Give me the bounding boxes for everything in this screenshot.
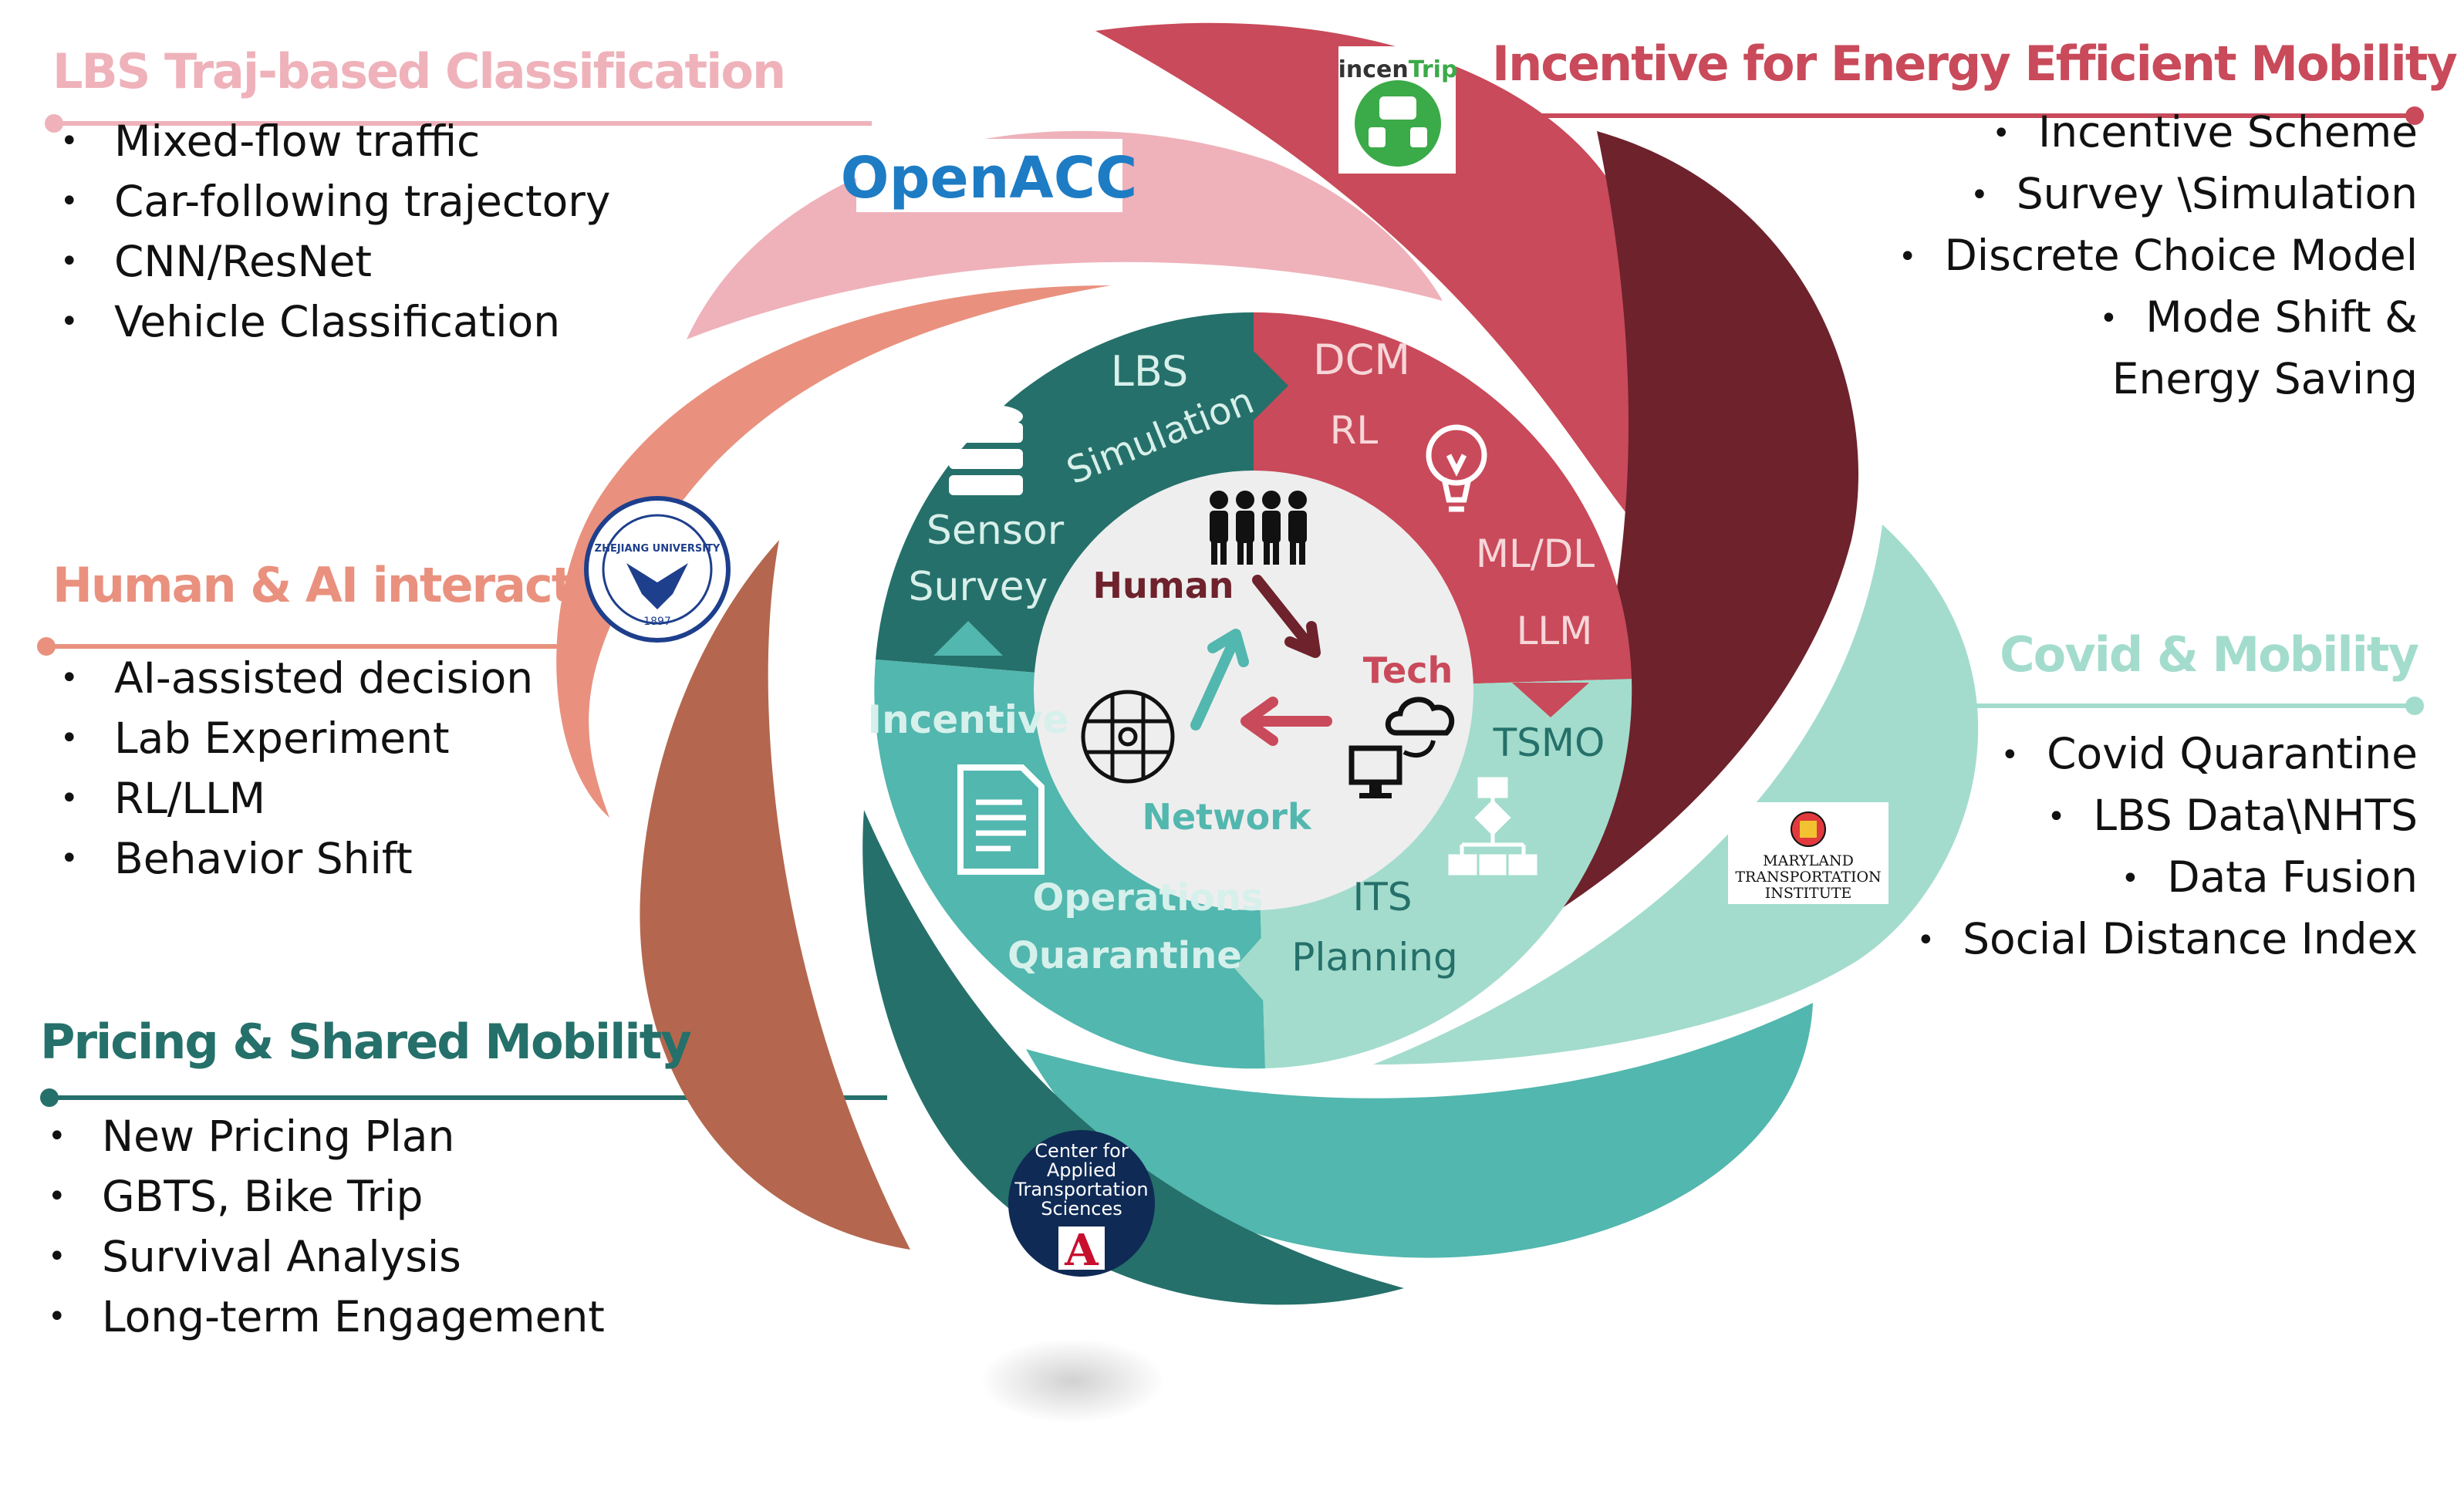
core-label-network: Network bbox=[1142, 796, 1311, 838]
incentrip-logo: incenTrip bbox=[1338, 46, 1458, 174]
panel-lbs-classification: LBS Traj-based Classification Mixed-flow… bbox=[52, 43, 786, 353]
list-item: •Social Distance Index bbox=[1916, 914, 2418, 963]
ring-label-tsmo: TSMO bbox=[1493, 720, 1605, 765]
list-incentive: •Incentive Scheme •Survey \Simulation •D… bbox=[1492, 102, 2418, 409]
list-item: Lab Experiment bbox=[52, 708, 572, 768]
ring-label-planning: Planning bbox=[1291, 935, 1457, 980]
list-item: •Data Fusion bbox=[2121, 852, 2418, 902]
flowchart-icon bbox=[1448, 777, 1537, 876]
intersection-network-icon bbox=[1081, 690, 1175, 784]
panel-title-incentive: Incentive for Energy Efficient Mobility bbox=[1492, 35, 2458, 92]
petal-teal bbox=[1026, 1003, 1813, 1258]
ring-label-mldl: ML/DL bbox=[1476, 531, 1595, 576]
ring-label-quarantine: Quarantine bbox=[1008, 934, 1242, 977]
svg-text:1897: 1897 bbox=[643, 616, 671, 628]
center-circle bbox=[1034, 471, 1473, 910]
panel-title-pricing: Pricing & Shared Mobility bbox=[40, 1014, 692, 1070]
svg-text:Sciences: Sciences bbox=[1041, 1198, 1122, 1220]
wheel-shadow bbox=[980, 1338, 1165, 1423]
core-label-tech: Tech bbox=[1363, 650, 1453, 691]
list-lbs: Mixed-flow traffic Car-following traject… bbox=[52, 111, 785, 352]
petal-brown bbox=[640, 540, 910, 1250]
list-item: •Discrete Choice Model bbox=[1898, 231, 2418, 280]
svg-text:Center for: Center for bbox=[1035, 1140, 1129, 1162]
zhejiang-university-logo: 1897 ZHEJIANG UNIVERSITY bbox=[584, 496, 731, 643]
svg-text:ZHEJIANG UNIVERSITY: ZHEJIANG UNIVERSITY bbox=[595, 543, 721, 555]
list-item: •Mode Shift & Energy Saving bbox=[2099, 292, 2418, 403]
list-pricing: New Pricing Plan GBTS, Bike Trip Surviva… bbox=[40, 1106, 690, 1347]
svg-text:MARYLAND: MARYLAND bbox=[1763, 852, 1854, 869]
petal-dark-teal bbox=[862, 810, 1404, 1305]
list-item: Car-following trajectory bbox=[52, 171, 785, 231]
people-icon bbox=[1210, 491, 1307, 565]
ring-label-llm: LLM bbox=[1517, 609, 1593, 653]
panel-covid-mobility: Covid & Mobility •Covid Quarantine •LBS … bbox=[1723, 626, 2419, 970]
panel-human-ai: Human & AI interact AI-assisted decision… bbox=[52, 557, 574, 889]
list-item: Mixed-flow traffic bbox=[52, 111, 785, 171]
petal-salmon bbox=[556, 285, 1111, 818]
document-icon bbox=[957, 764, 1045, 875]
panel-title-covid: Covid & Mobility bbox=[2000, 626, 2419, 683]
database-icon bbox=[949, 404, 1023, 495]
list-item: Survival Analysis bbox=[40, 1227, 690, 1287]
list-item: RL/LLM bbox=[52, 768, 572, 828]
ring-label-its: ITS bbox=[1352, 875, 1412, 919]
petal-mint bbox=[1373, 525, 1979, 1065]
svg-text:OpenACC: OpenACC bbox=[841, 145, 1138, 211]
list-item: Vehicle Classification bbox=[52, 292, 785, 352]
panel-pricing-shared-mobility: Pricing & Shared Mobility New Pricing Pl… bbox=[40, 1014, 692, 1348]
list-item: GBTS, Bike Trip bbox=[40, 1166, 690, 1227]
list-item: AI-assisted decision bbox=[52, 648, 572, 708]
list-item: •Incentive Scheme bbox=[1992, 107, 2418, 157]
list-item: Behavior Shift bbox=[52, 828, 572, 889]
list-item: New Pricing Plan bbox=[40, 1106, 690, 1166]
petal-red bbox=[1095, 22, 1658, 525]
svg-text:A: A bbox=[1064, 1225, 1099, 1276]
panel-title-human-ai: Human & AI interact bbox=[52, 557, 574, 613]
ring-label-incentive: Incentive bbox=[868, 697, 1069, 742]
panel-incentive-mobility: Incentive for Energy Efficient Mobility … bbox=[1492, 35, 2458, 409]
svg-text:Applied: Applied bbox=[1047, 1159, 1116, 1181]
list-item: •Survey \Simulation bbox=[1970, 169, 2418, 218]
petal-dark-maroon bbox=[1466, 131, 1859, 964]
ring-label-rl: RL bbox=[1330, 408, 1379, 453]
computer-cloud-icon bbox=[1348, 697, 1455, 798]
svg-text:INSTITUTE: INSTITUTE bbox=[1765, 885, 1852, 902]
maryland-transportation-institute-logo: MARYLAND TRANSPORTATION INSTITUTE bbox=[1728, 802, 1889, 904]
lightbulb-icon bbox=[1426, 424, 1487, 512]
list-item: •LBS Data\NHTS bbox=[2047, 791, 2418, 840]
ring-label-dcm: DCM bbox=[1313, 336, 1410, 384]
ring-label-operations: Operations bbox=[1033, 876, 1264, 919]
center-applied-transportation-sciences-logo: Center for Applied Transportation Scienc… bbox=[1008, 1130, 1155, 1277]
ring-label-sensor: Sensor bbox=[927, 508, 1065, 554]
openacc-logo: OpenACC bbox=[841, 139, 1138, 212]
list-item: Long-term Engagement bbox=[40, 1287, 690, 1347]
svg-text:Transportation: Transportation bbox=[1014, 1179, 1148, 1200]
list-item: CNN/ResNet bbox=[52, 231, 785, 292]
panel-title-lbs: LBS Traj-based Classification bbox=[52, 43, 786, 100]
cycle-arrows bbox=[1190, 575, 1332, 746]
ring-label-survey: Survey bbox=[909, 564, 1048, 610]
ring-label-lbs: LBS bbox=[1111, 347, 1188, 396]
list-human-ai: AI-assisted decision Lab Experiment RL/L… bbox=[52, 648, 572, 889]
svg-text:incenTrip: incenTrip bbox=[1338, 56, 1458, 83]
svg-text:TRANSPORTATION: TRANSPORTATION bbox=[1735, 869, 1881, 886]
list-item: •Covid Quarantine bbox=[2000, 729, 2418, 778]
list-covid: •Covid Quarantine •LBS Data\NHTS •Data F… bbox=[1723, 724, 2418, 970]
core-label-human: Human bbox=[1093, 565, 1234, 606]
